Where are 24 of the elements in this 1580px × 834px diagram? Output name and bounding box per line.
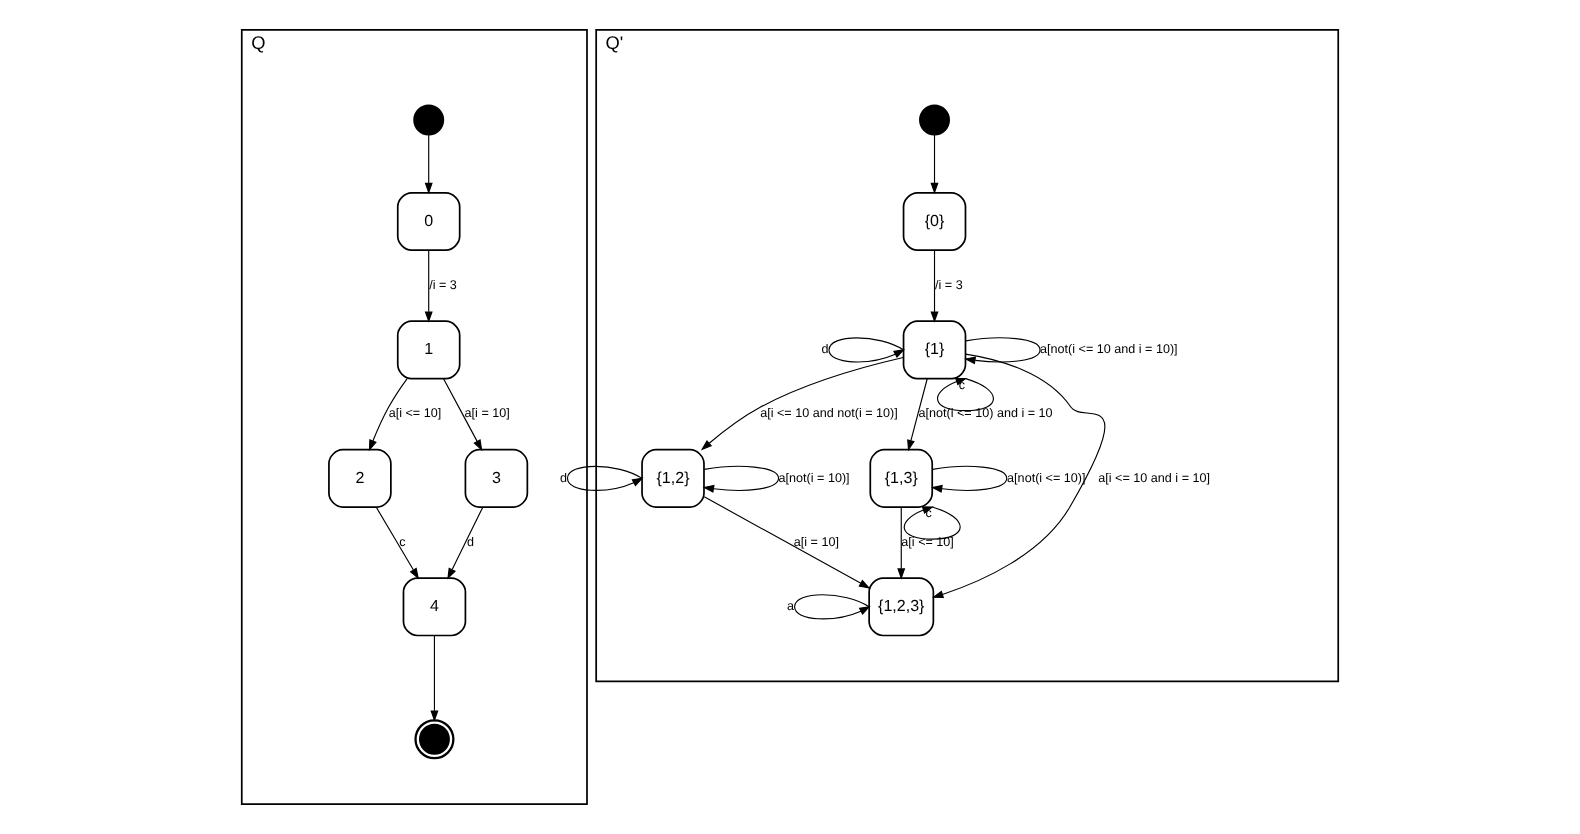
arrow	[424, 133, 433, 195]
arrow	[931, 353, 1106, 599]
arrow	[368, 378, 408, 452]
arrow	[930, 133, 939, 195]
node-circle	[413, 104, 445, 136]
arrow	[964, 337, 1041, 365]
arrow	[430, 635, 439, 722]
arrow	[794, 594, 871, 620]
arrow	[828, 337, 906, 363]
arrow	[930, 249, 939, 323]
arrow	[930, 465, 1008, 493]
arrow	[897, 506, 906, 580]
arrow	[907, 378, 928, 452]
arrow	[702, 465, 780, 493]
arrow	[443, 378, 483, 452]
arrow	[700, 356, 904, 451]
arrow	[447, 506, 484, 580]
arrow	[903, 506, 961, 540]
arrow	[703, 496, 871, 589]
arrow	[566, 465, 644, 491]
node-circle	[919, 104, 950, 136]
arrow	[937, 377, 994, 412]
arrow	[424, 249, 433, 323]
arrow	[375, 506, 419, 580]
